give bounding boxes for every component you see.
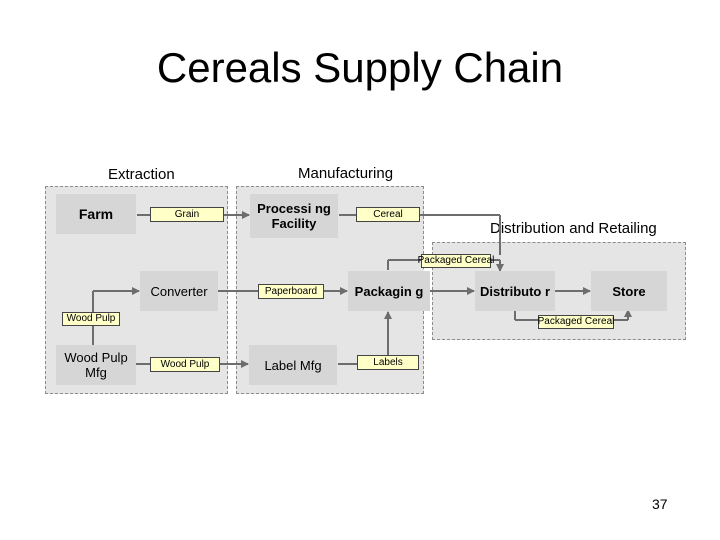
flow-label-cereal: Cereal — [356, 207, 420, 222]
distributor-label: Distributo r — [479, 283, 551, 299]
packaging-label: Packagin g — [354, 283, 424, 299]
flow-label-packaged-cereal-right: Packaged Cereal — [537, 315, 615, 329]
processing-facility-node: Processi ng Facility — [250, 194, 338, 238]
flow-label-paperboard: Paperboard — [258, 284, 324, 299]
wood-pulp-mfg-label: Wood Pulp Mfg — [64, 350, 128, 380]
converter-node: Converter — [140, 271, 218, 311]
label-mfg-label: Label Mfg — [264, 357, 322, 373]
label-mfg-node: Label Mfg — [249, 345, 337, 385]
packaging-node: Packagin g — [348, 271, 430, 311]
farm-label: Farm — [78, 205, 114, 222]
wood-pulp-mfg-node: Wood Pulp Mfg — [56, 345, 136, 385]
flow-label-wood-pulp-bottom: Wood Pulp — [150, 357, 220, 372]
converter-label: Converter — [150, 283, 208, 299]
section-label-distribution: Distribution and Retailing — [490, 220, 657, 237]
section-label-extraction: Extraction — [108, 166, 175, 183]
processing-facility-label: Processi ng Facility — [257, 201, 331, 231]
section-label-manufacturing: Manufacturing — [298, 165, 394, 182]
farm-node: Farm — [56, 194, 136, 234]
flow-label-grain: Grain — [150, 207, 224, 222]
distributor-node: Distributo r — [475, 271, 555, 311]
flow-label-labels: Labels — [357, 355, 419, 370]
store-node: Store — [591, 271, 667, 311]
flow-label-wood-pulp-left: Wood Pulp — [62, 312, 120, 326]
page-title: Cereals Supply Chain — [156, 44, 564, 91]
flow-label-packaged-cereal-top: Packaged Cereal — [417, 254, 495, 268]
page-number: 37 — [652, 496, 668, 512]
store-label: Store — [612, 283, 646, 299]
